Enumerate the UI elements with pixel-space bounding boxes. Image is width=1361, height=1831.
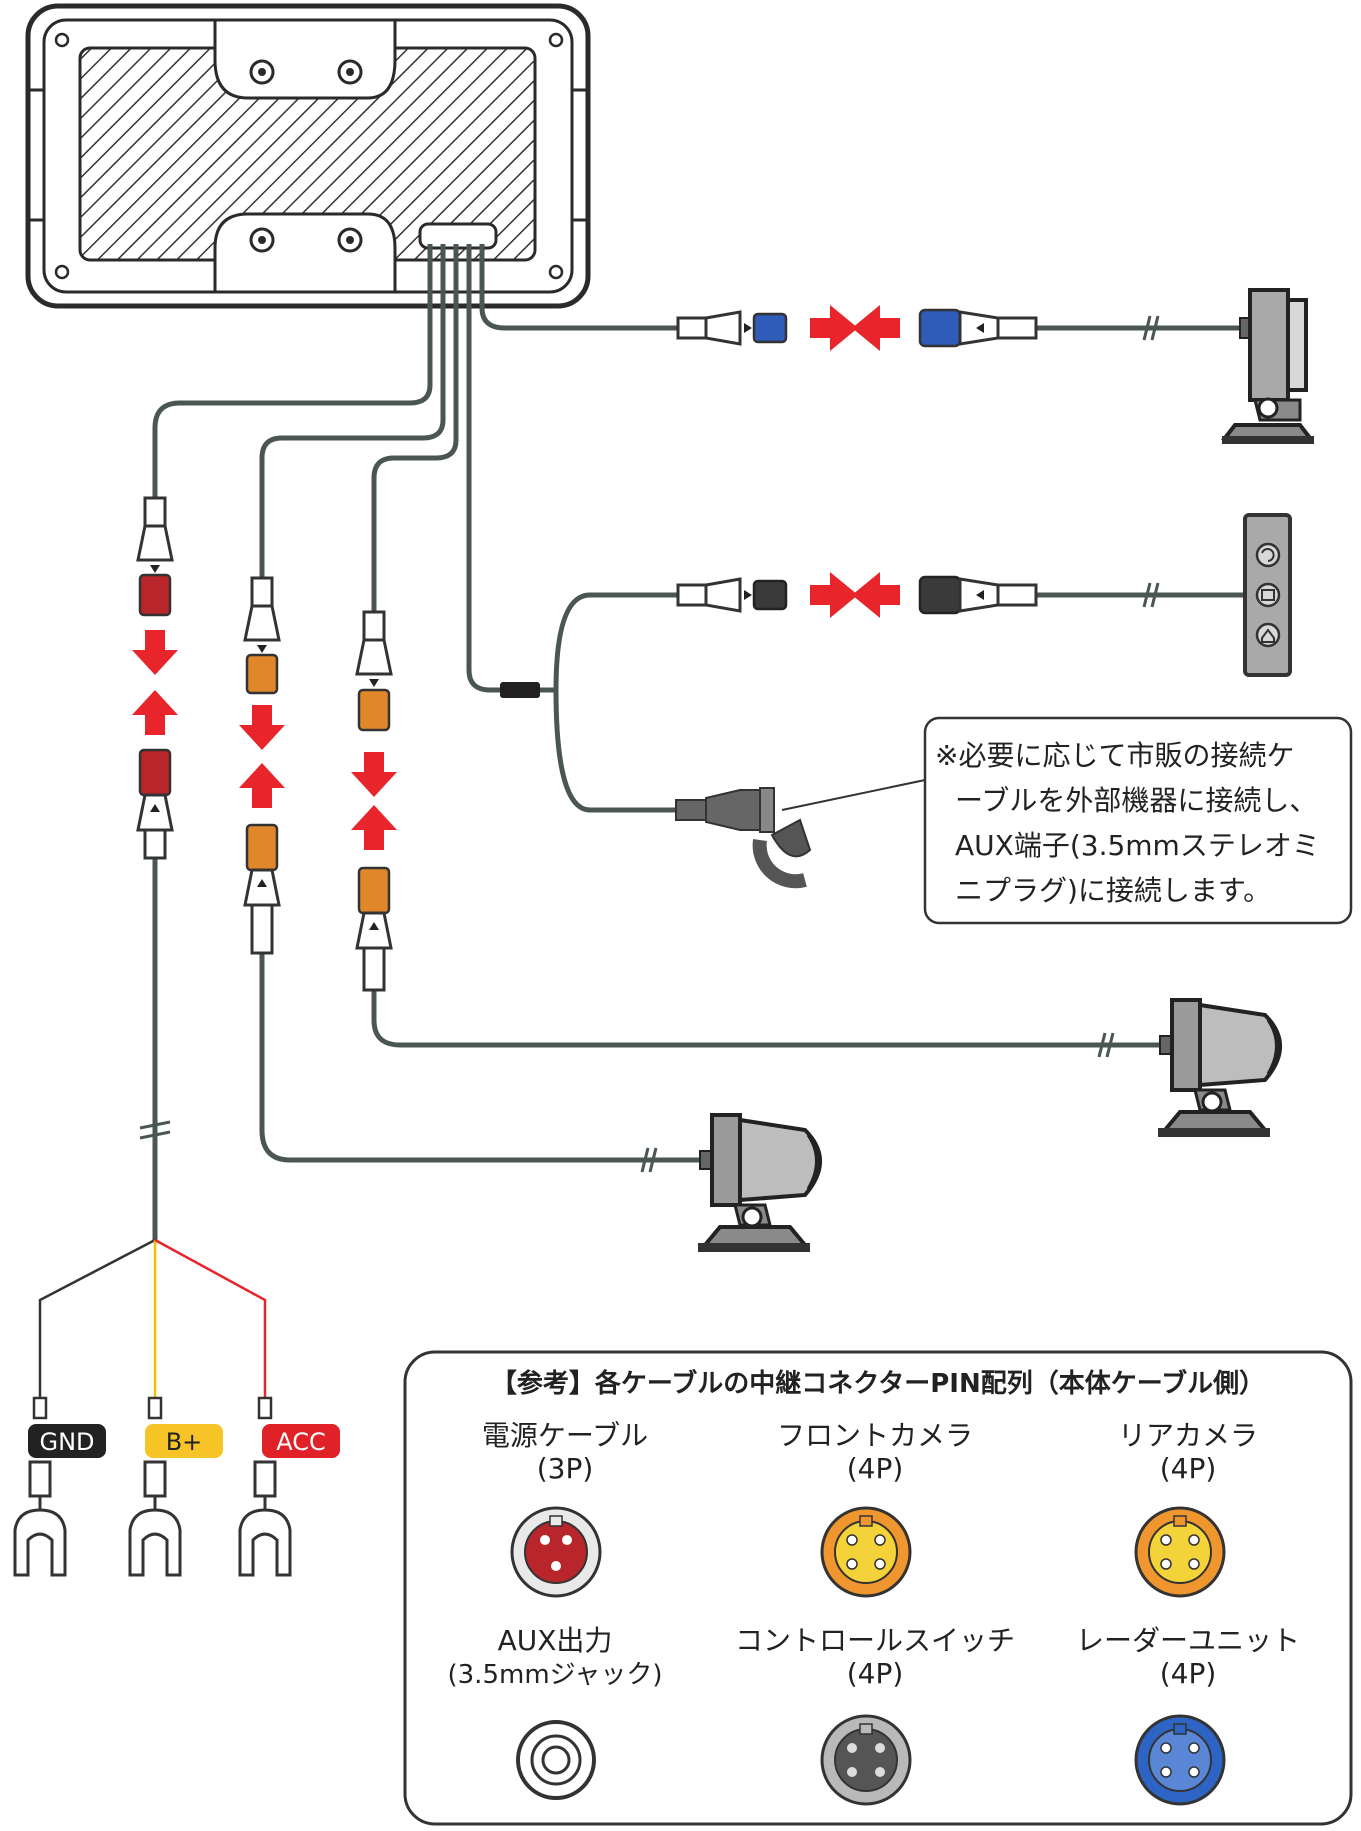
ref-label-radar: レーダーユニット xyxy=(1076,1624,1300,1657)
arrow-down-icon xyxy=(239,705,285,750)
pin-diagram-aux xyxy=(516,1720,596,1800)
arrow-left-icon xyxy=(852,305,900,351)
terminal-pins xyxy=(32,1396,273,1420)
ref-label-power: 電源ケーブル xyxy=(482,1419,648,1452)
note-box xyxy=(923,716,1353,925)
switch-connector-right xyxy=(918,575,1038,615)
note-line-3: AUX端子(3.5mmステレオミ xyxy=(955,829,1320,862)
power-fanout-wires xyxy=(38,1238,267,1400)
main-unit xyxy=(25,3,591,309)
note-line-4: ニプラグ)に接続します。 xyxy=(955,874,1271,907)
arrow-right-icon xyxy=(810,305,858,351)
rear-camera-icon xyxy=(1158,998,1282,1137)
arrow-down-icon xyxy=(132,630,178,675)
ref-label-front: フロントカメラ xyxy=(777,1419,973,1452)
terminal-acc: ACC xyxy=(262,1424,340,1458)
ref-pins-front: (4P) xyxy=(847,1452,904,1485)
ref-pins-rear: (4P) xyxy=(1160,1452,1217,1485)
terminal-bplus: B+ xyxy=(145,1424,223,1458)
radar-cable xyxy=(479,244,680,331)
arrow-up-icon xyxy=(132,690,178,735)
front-camera-icon xyxy=(698,1113,822,1252)
fork-terminals xyxy=(13,1460,292,1577)
front-camera-connector-bottom xyxy=(243,823,281,955)
aux-plug xyxy=(675,787,812,889)
note-line-1: ※必要に応じて市販の接続ケ xyxy=(935,739,1294,772)
note-line-2: ーブルを外部機器に接続し、 xyxy=(955,784,1317,817)
ref-pins-aux: (3.5mmジャック) xyxy=(448,1660,663,1690)
front-camera-cable xyxy=(259,244,446,580)
pin-diagram-rear xyxy=(1134,1506,1226,1598)
switch-cable xyxy=(466,244,520,693)
power-connector-top xyxy=(136,496,174,617)
rear-camera-cable xyxy=(371,244,459,615)
terminal-gnd: GND xyxy=(28,1424,106,1458)
aux-branch xyxy=(540,687,680,813)
cables xyxy=(152,244,1245,1240)
fork-terminal-acc xyxy=(238,1460,292,1577)
cable-break-marks xyxy=(139,315,1160,1173)
terminal-acc-label: ACC xyxy=(276,1428,326,1456)
note-pointer xyxy=(781,779,926,811)
pin-diagram-switch xyxy=(820,1714,912,1806)
terminal-gnd-label: GND xyxy=(39,1428,94,1456)
front-camera-connector-top xyxy=(243,576,281,695)
reference-title: 【参考】各ケーブルの中継コネクターPIN配列（本体ケーブル側） xyxy=(491,1368,1265,1399)
pin-diagram-radar xyxy=(1134,1714,1226,1806)
pin-diagram-front xyxy=(820,1506,912,1598)
pin-diagram-power xyxy=(510,1506,602,1598)
control-switch-icon xyxy=(1243,513,1292,677)
radar-unit-icon xyxy=(1220,288,1315,444)
ref-label-switch: コントロールスイッチ xyxy=(735,1624,1015,1657)
rear-camera-cable-lower xyxy=(371,990,1160,1048)
arrow-left-icon xyxy=(852,572,900,618)
front-camera-cable-lower xyxy=(259,952,700,1163)
arrow-up-icon xyxy=(351,805,397,850)
terminal-bplus-label: B+ xyxy=(166,1428,203,1456)
radar-connector-right xyxy=(918,308,1038,348)
arrow-down-icon xyxy=(351,752,397,797)
fork-terminal-bplus xyxy=(128,1460,182,1577)
rear-camera-connector-bottom xyxy=(355,866,393,992)
radar-connector-left xyxy=(676,310,788,346)
rear-camera-connector-top xyxy=(355,610,393,732)
ref-pins-power: (3P) xyxy=(537,1452,594,1485)
switch-branch xyxy=(540,592,680,693)
power-connector-bottom xyxy=(136,748,174,860)
fork-terminal-gnd xyxy=(13,1460,67,1577)
ref-pins-radar: (4P) xyxy=(1160,1657,1217,1690)
arrow-right-icon xyxy=(810,572,858,618)
arrow-up-icon xyxy=(239,763,285,808)
cable-junction xyxy=(500,682,540,698)
ref-label-rear: リアカメラ xyxy=(1118,1419,1258,1452)
ref-label-aux: AUX出力 xyxy=(498,1624,613,1657)
ref-pins-switch: (4P) xyxy=(847,1657,904,1690)
switch-connector-left xyxy=(676,577,788,613)
power-cable xyxy=(152,244,433,500)
